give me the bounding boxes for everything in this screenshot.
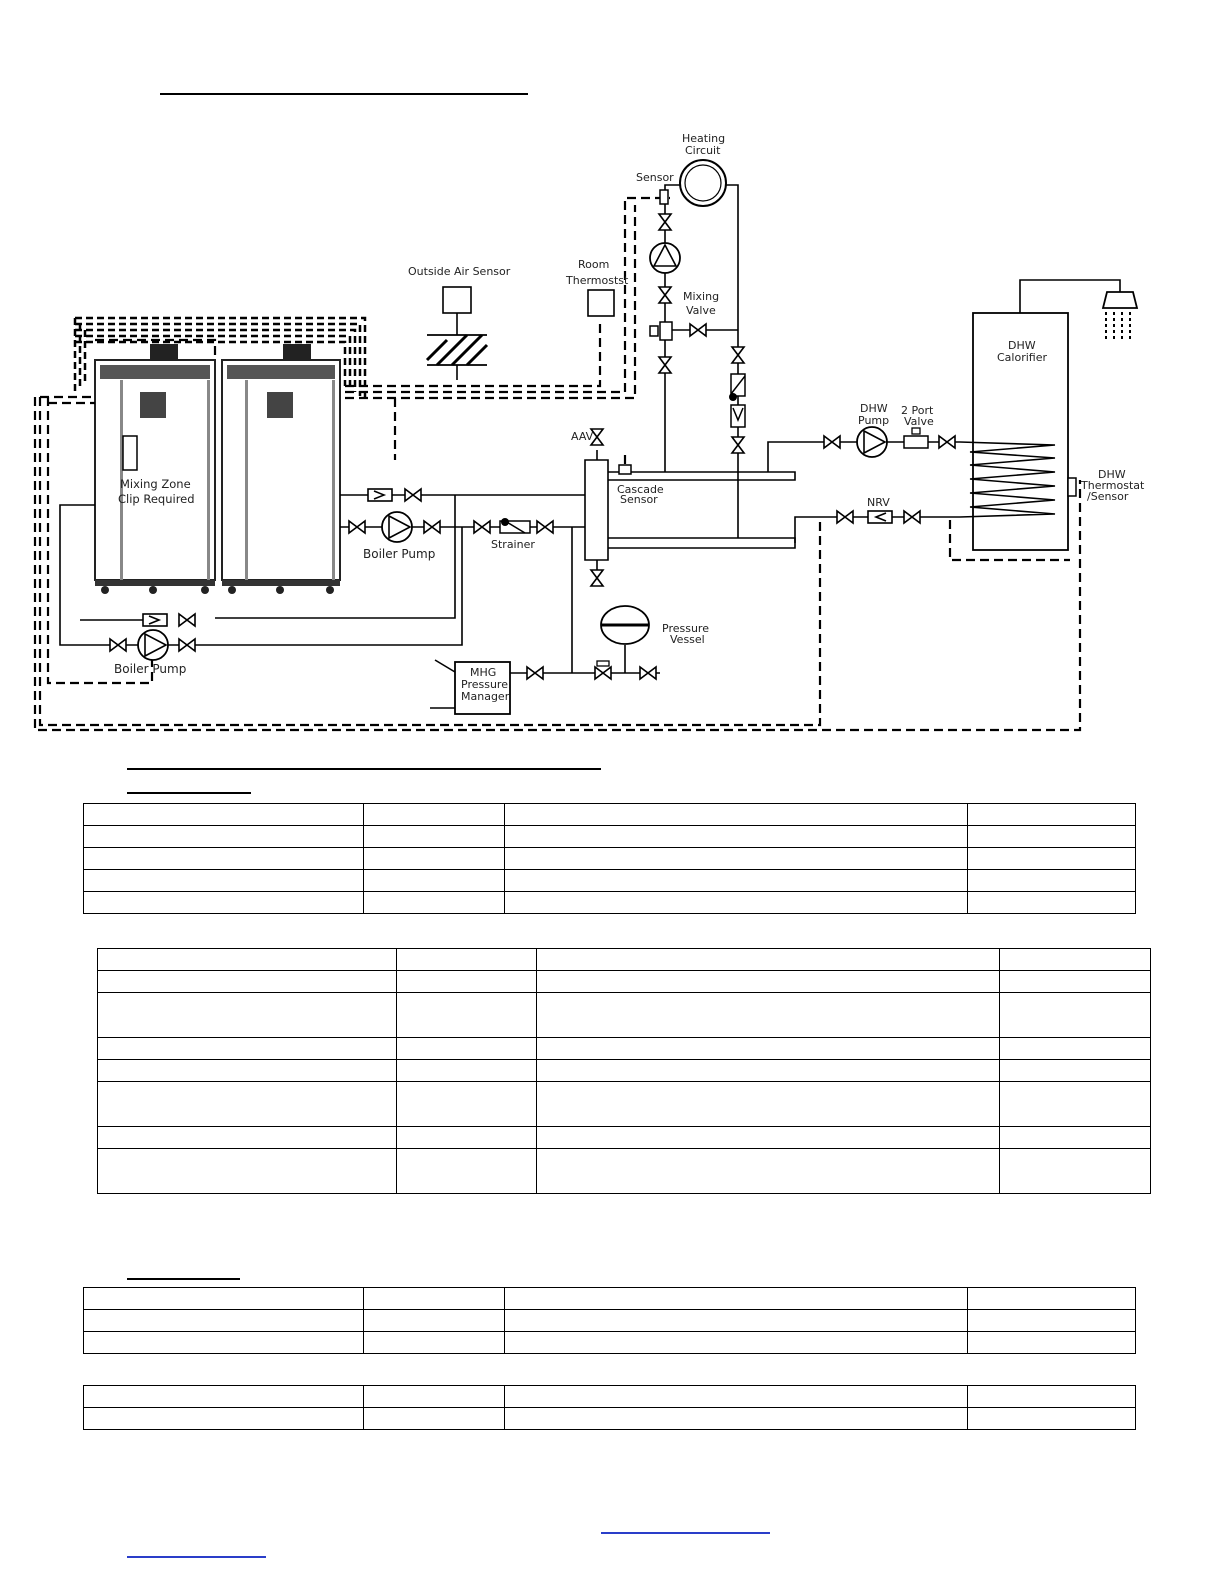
dhw-pump-circuit: DHW Pump 2 Port Valve NRV bbox=[823, 402, 956, 524]
dhw-pump-label-2: Pump bbox=[858, 414, 889, 427]
mhg-pressure-manager: MHG Pressure Manager bbox=[454, 661, 511, 715]
heating-circuit-label-1: Heating bbox=[682, 132, 725, 145]
dhw-thermostat-label-1: DHW bbox=[1098, 468, 1126, 481]
section-subrule-2 bbox=[127, 1278, 240, 1280]
table-row bbox=[83, 803, 1136, 826]
header-rule bbox=[160, 93, 528, 95]
table-row bbox=[97, 992, 1151, 1038]
table-row bbox=[97, 1059, 1151, 1082]
room-thermostat-label-2: Thermostst bbox=[565, 274, 629, 287]
footer-link-2[interactable] bbox=[127, 1556, 266, 1558]
heating-system-schematic: Mixing Zone Clip Required bbox=[33, 132, 1145, 732]
heating-circuit-sensor: Sensor bbox=[636, 171, 674, 205]
boiler-unit-right bbox=[221, 344, 341, 594]
footer-link[interactable] bbox=[601, 1532, 770, 1534]
control-wiring bbox=[33, 196, 1082, 732]
heating-circuit-components: Mixing Valve bbox=[649, 213, 746, 454]
control-wiring-bundle bbox=[73, 316, 367, 398]
table-row bbox=[97, 1126, 1151, 1149]
spec-table-2 bbox=[97, 948, 1151, 1194]
boiler-pump-lower: Boiler Pump bbox=[109, 613, 196, 676]
aav-label: AAV bbox=[571, 430, 594, 443]
aav: AAV bbox=[571, 428, 604, 587]
sensor-label: Sensor bbox=[636, 171, 674, 184]
pressure-vessel-label-2: Vessel bbox=[670, 633, 705, 646]
mhg-label-1: MHG bbox=[470, 666, 496, 679]
pressure-vessel: Pressure Vessel bbox=[526, 605, 709, 680]
mixing-zone-label-1: Mixing Zone bbox=[120, 477, 191, 491]
mhg-label-3: Manager bbox=[461, 690, 510, 703]
mhg-label-2: Pressure bbox=[461, 678, 508, 691]
room-thermostat-label-1: Room bbox=[578, 258, 609, 271]
section-rule bbox=[127, 768, 601, 770]
nrv-label: NRV bbox=[867, 496, 890, 509]
table-row bbox=[97, 1148, 1151, 1194]
pressure-vessel-label-1: Pressure bbox=[662, 622, 709, 635]
boiler-pump-upper: Boiler Pump bbox=[348, 488, 441, 561]
pipework bbox=[59, 184, 1121, 709]
two-port-valve-label-1: 2 Port bbox=[901, 404, 934, 417]
table-row bbox=[97, 970, 1151, 993]
heating-circuit: Heating Circuit bbox=[679, 132, 727, 207]
boiler-unit-left: Mixing Zone Clip Required bbox=[94, 344, 216, 594]
dhw-pump-label-1: DHW bbox=[860, 402, 888, 415]
two-port-valve-label-2: Valve bbox=[904, 415, 934, 428]
dhw-calorifier-label-1: DHW bbox=[1008, 339, 1036, 352]
cascade-sensor: Cascade Sensor bbox=[617, 464, 664, 506]
table-row bbox=[83, 1309, 1136, 1332]
dhw-thermostat-label-2: Thermostat bbox=[1080, 479, 1145, 492]
outside-air-sensor: Outside Air Sensor bbox=[408, 265, 511, 380]
cascade-sensor-label-1: Cascade bbox=[617, 483, 664, 496]
mixing-valve-label-1: Mixing bbox=[683, 290, 719, 303]
table-row bbox=[97, 1081, 1151, 1127]
dhw-thermostat-label-3: /Sensor bbox=[1087, 490, 1129, 503]
strainer: Strainer bbox=[473, 518, 554, 551]
table-row bbox=[83, 847, 1136, 870]
mixing-valve-label-2: Valve bbox=[686, 304, 716, 317]
mixing-zone-label-2: Clip Required bbox=[118, 492, 195, 506]
spec-table-1 bbox=[83, 803, 1136, 914]
table-row bbox=[83, 1331, 1136, 1354]
section-subrule bbox=[127, 792, 251, 794]
boiler-pump-lower-label: Boiler Pump bbox=[114, 662, 186, 676]
table-row bbox=[83, 1287, 1136, 1310]
dhw-calorifier: DHW Calorifier DHW Thermostat /Sensor bbox=[972, 312, 1145, 551]
table-row bbox=[83, 1385, 1136, 1408]
spec-table-3 bbox=[83, 1287, 1136, 1354]
outside-air-sensor-label: Outside Air Sensor bbox=[408, 265, 511, 278]
table-row bbox=[83, 1407, 1136, 1430]
table-row bbox=[83, 891, 1136, 914]
boiler-pump-upper-label: Boiler Pump bbox=[363, 547, 435, 561]
table-row bbox=[97, 948, 1151, 971]
strainer-label: Strainer bbox=[491, 538, 535, 551]
spec-table-4 bbox=[83, 1385, 1136, 1430]
dhw-calorifier-label-2: Calorifier bbox=[997, 351, 1047, 364]
table-row bbox=[97, 1037, 1151, 1060]
table-row bbox=[83, 869, 1136, 892]
heating-circuit-label-2: Circuit bbox=[685, 144, 721, 157]
shower-icon bbox=[1101, 291, 1139, 340]
room-thermostat: Room Thermostst bbox=[565, 258, 629, 317]
cascade-sensor-label-2: Sensor bbox=[620, 493, 658, 506]
table-row bbox=[83, 825, 1136, 848]
